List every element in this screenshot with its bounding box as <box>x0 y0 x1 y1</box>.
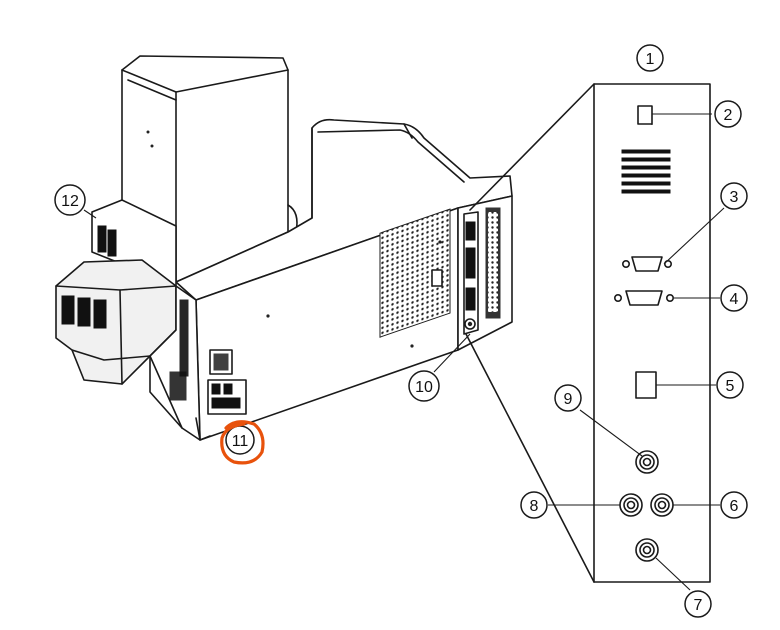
zoom-leader-lines <box>465 83 595 583</box>
callout-2: 2 <box>714 100 742 128</box>
front-lower-panel <box>149 285 247 441</box>
main-top <box>175 118 513 301</box>
callout-3: 3 <box>720 182 748 210</box>
rear-end-panel <box>457 195 513 351</box>
serial-port-lower <box>613 290 674 306</box>
svg-text:9: 9 <box>564 391 573 408</box>
instrument-body <box>55 55 513 441</box>
highlight-circle-annotation <box>220 420 265 465</box>
callout-leaders <box>83 113 725 591</box>
panel-switch-top <box>637 105 653 125</box>
serial-port-upper <box>621 256 672 272</box>
svg-text:10: 10 <box>415 379 433 396</box>
svg-text:4: 4 <box>730 291 739 308</box>
gas-fitting-9 <box>635 450 659 474</box>
callout-10: 10 <box>408 370 440 402</box>
left-module <box>55 199 177 385</box>
gas-fitting-8 <box>619 493 643 517</box>
callout-11: 11 <box>220 420 265 465</box>
svg-text:11: 11 <box>232 433 249 450</box>
panel-switch-lower <box>635 371 657 399</box>
callout-5: 5 <box>716 371 744 399</box>
svg-text:5: 5 <box>726 378 735 395</box>
svg-text:3: 3 <box>730 189 739 206</box>
svg-text:2: 2 <box>724 107 733 124</box>
side-latch <box>431 269 443 287</box>
callout-9: 9 <box>554 384 582 412</box>
gas-fitting-6 <box>650 493 674 517</box>
svg-text:7: 7 <box>694 597 703 614</box>
gas-fitting-7 <box>635 538 659 562</box>
svg-text:12: 12 <box>61 193 79 210</box>
panel-vent-slots <box>621 149 671 194</box>
callout-12: 12 <box>54 184 86 216</box>
callout-8: 8 <box>520 491 548 519</box>
callout-7: 7 <box>684 590 712 618</box>
callout-1: 1 <box>636 44 664 72</box>
svg-text:6: 6 <box>730 498 739 515</box>
callout-4: 4 <box>720 284 748 312</box>
connector-panel-detail <box>593 83 711 583</box>
svg-text:8: 8 <box>530 498 539 515</box>
svg-text:1: 1 <box>646 51 655 68</box>
callout-6: 6 <box>720 491 748 519</box>
